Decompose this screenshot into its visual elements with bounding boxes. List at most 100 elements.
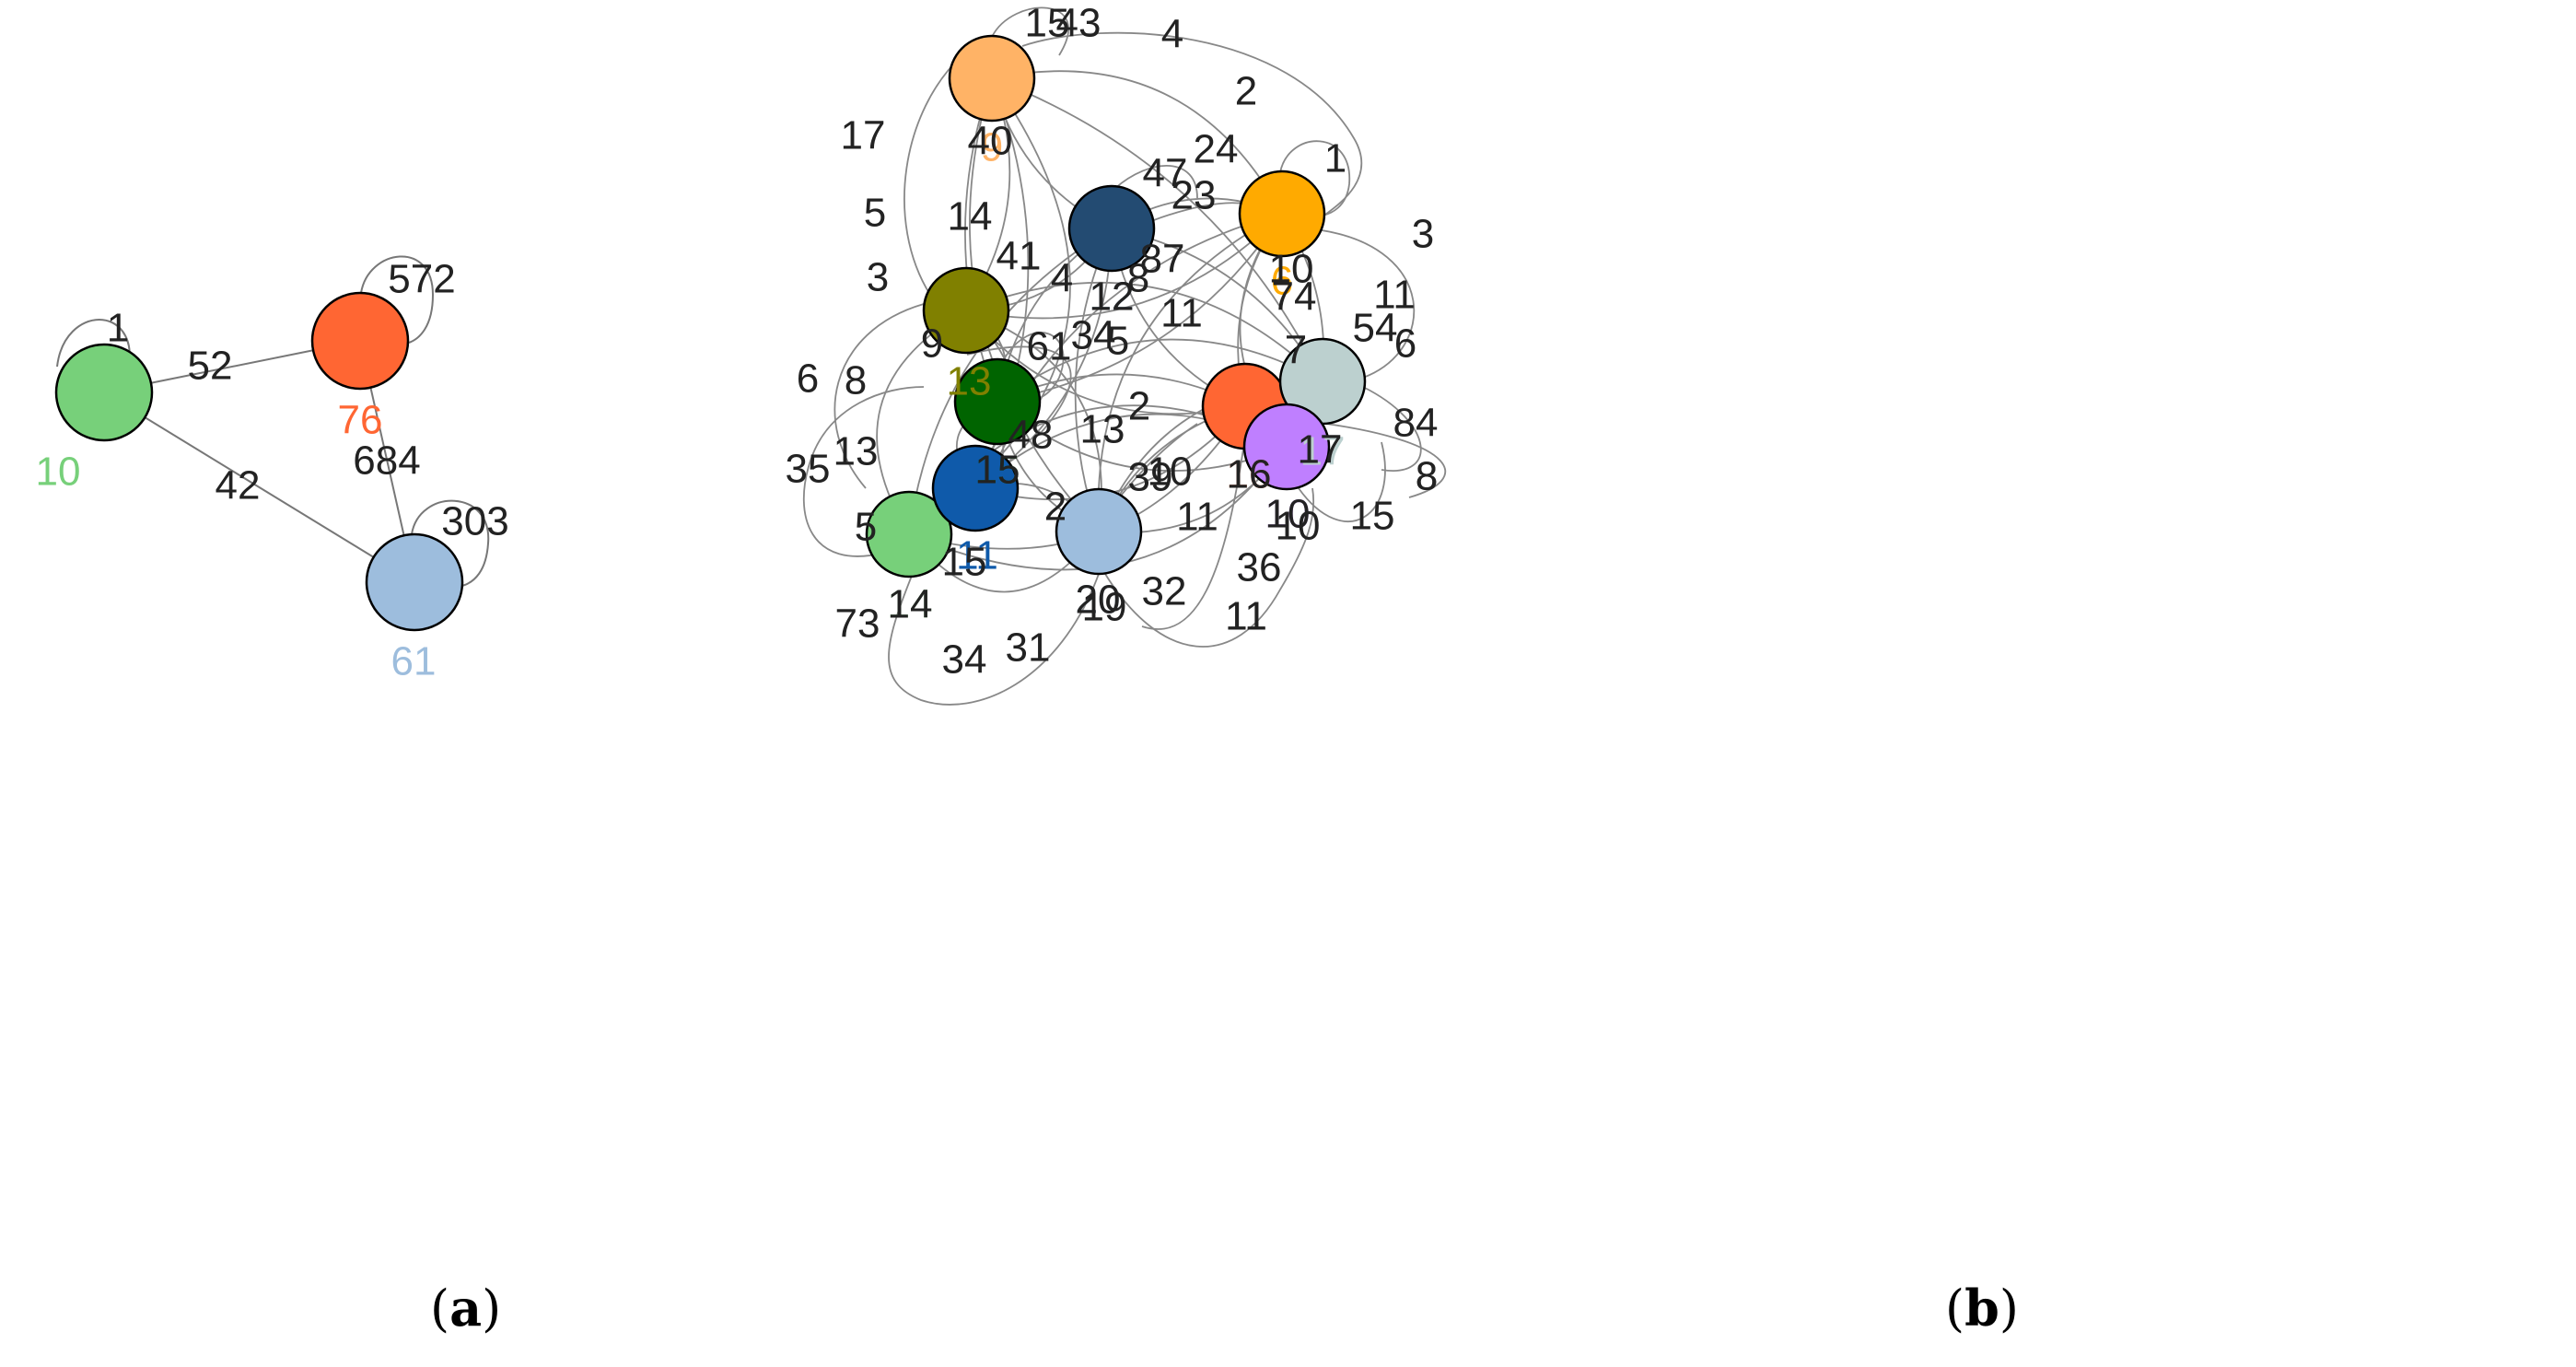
- edge-label-b-0: 15: [1025, 1, 1070, 46]
- edge-label-b-56: 73: [835, 602, 880, 647]
- edge-label-b-27: 54: [1353, 306, 1398, 351]
- edge-label-b-61: 11: [1225, 594, 1267, 639]
- outer-curve-4: [1321, 229, 1416, 379]
- edge-label-b-26: 9: [921, 321, 943, 367]
- edge-label-b-32: 2: [1128, 384, 1150, 429]
- loop-edge-a3: [411, 499, 490, 587]
- outer-curve-14: [966, 345, 1072, 434]
- outer-curve-7: [833, 303, 925, 489]
- edge-label-b-2: 4: [1161, 12, 1183, 57]
- edge-label-b-10: 5: [864, 191, 886, 236]
- node-a1: [54, 343, 154, 442]
- edge-label-b-45: 15: [942, 540, 987, 585]
- node-b_lblue: [1055, 487, 1143, 576]
- outer-curve-9: [888, 573, 1100, 706]
- edge-label-a1-a3: 42: [216, 463, 261, 508]
- edge-label-b-17: 74: [1272, 275, 1317, 320]
- edge-label-b-3: 2: [1235, 69, 1257, 114]
- connector-7: [964, 77, 998, 403]
- edge-label-b-31: 6: [797, 356, 819, 402]
- edge-label-b-54: 19: [1082, 585, 1127, 630]
- edge-label-b-33: 13: [1080, 407, 1125, 452]
- outer-curve-3: [1279, 140, 1350, 216]
- edge-label-b-13: 41: [997, 234, 1042, 279]
- node-label-b_dgreen: 15: [975, 448, 1020, 493]
- edge-label-b-22: 11: [1160, 291, 1203, 336]
- edge-label-b-30: 8: [845, 358, 867, 403]
- edge-label-b-21: 12: [1090, 275, 1135, 320]
- node-b_olive: [922, 266, 1010, 355]
- loop-label-a3: 303: [441, 499, 508, 544]
- edge-label-b-14: 87: [1140, 237, 1185, 282]
- node-b_lgreen: [865, 490, 953, 578]
- edge-label-b-20: 4: [1051, 256, 1073, 301]
- node-label-a1: 10: [36, 450, 81, 495]
- edge-label-b-23: 34: [1071, 313, 1116, 358]
- edge-label-b-4: 17: [841, 113, 886, 158]
- node-label-a2: 76: [338, 398, 383, 443]
- node-b_dgreen: [953, 357, 1042, 446]
- edge-label-b-11: 14: [948, 194, 993, 240]
- edge-label-b-16: 10: [1269, 247, 1314, 292]
- edge-label-b-59: 34: [942, 637, 987, 683]
- node-b_blue: [931, 444, 1020, 532]
- edge-label-b-55: 11: [1225, 594, 1267, 639]
- caption-a: (a): [430, 1279, 502, 1338]
- edge-label-b-41: 10: [1148, 450, 1193, 495]
- edge-label-b-35: 15: [975, 448, 1020, 493]
- connector-20: [1097, 213, 1283, 532]
- connector-28: [965, 281, 1323, 382]
- edge-label-b-8: 1: [1324, 136, 1346, 181]
- edge-label-b-58: 20: [1076, 578, 1121, 623]
- connector-34: [997, 338, 1323, 403]
- outer-curve-16: [1113, 164, 1198, 199]
- outer-curve-5: [1362, 386, 1422, 472]
- node-label-a3: 61: [391, 639, 437, 684]
- node-label-b_purple: 10: [1265, 492, 1311, 537]
- edge-label-b-46: 2: [1044, 485, 1067, 530]
- nodes-layer: [54, 34, 1367, 632]
- node-label-b_navy: 12: [1090, 275, 1135, 320]
- edge-label-b-38: 35: [786, 447, 831, 492]
- outer-curve-6: [1325, 423, 1447, 498]
- node-label-b_orange: 6: [1271, 259, 1293, 304]
- node-label-b_lblue: 20: [1076, 578, 1121, 623]
- node-label-b_lgreen: 14: [888, 582, 933, 627]
- loop-label-a2: 572: [388, 257, 455, 302]
- node-label-b_blue: 11: [956, 533, 998, 578]
- edge-label-a2-a3: 684: [353, 438, 420, 484]
- node-b_purple: [1242, 403, 1331, 491]
- node-b_navy: [1067, 184, 1156, 273]
- edge-label-b-47: 5: [855, 505, 877, 550]
- edge-label-b-5: 40: [968, 119, 1013, 164]
- connector-21: [997, 213, 1283, 403]
- edge-label-b-52: 36: [1237, 545, 1282, 590]
- edge-label-b-6: 24: [1194, 127, 1239, 172]
- node-label-b_peach: 9: [981, 125, 1003, 170]
- connector-0: [991, 70, 1283, 215]
- edge-label-a1-a2: 52: [188, 344, 233, 389]
- edge-label-b-40: 39: [1128, 455, 1173, 500]
- edge-label-b-48: 11: [1176, 495, 1218, 540]
- edge-label-b-37: 84: [1393, 401, 1439, 446]
- edge-label-b-7: 47: [1143, 151, 1188, 196]
- edge-label-b-50: 10: [1265, 492, 1311, 537]
- edge-label-b-49: 10: [1276, 504, 1321, 549]
- edge-label-b-36: 8: [1416, 454, 1438, 499]
- edge-label-b-57: 14: [888, 582, 933, 627]
- edge-a1-a3: [103, 391, 415, 583]
- caption-b-letter: b: [1964, 1279, 1999, 1338]
- connector-15: [908, 228, 1113, 535]
- node-b_orange: [1238, 169, 1326, 258]
- edge-label-b-29: 7: [1285, 328, 1307, 373]
- node-b_peach: [948, 34, 1036, 123]
- edge-label-b-1: 43: [1056, 1, 1102, 46]
- edge-label-b-34: 48: [1008, 413, 1054, 458]
- node-label-b_red: 16: [1227, 452, 1272, 497]
- node-a3: [365, 532, 464, 632]
- edge-label-b-39: 13: [833, 429, 879, 474]
- caption-b: (b): [1945, 1279, 2019, 1338]
